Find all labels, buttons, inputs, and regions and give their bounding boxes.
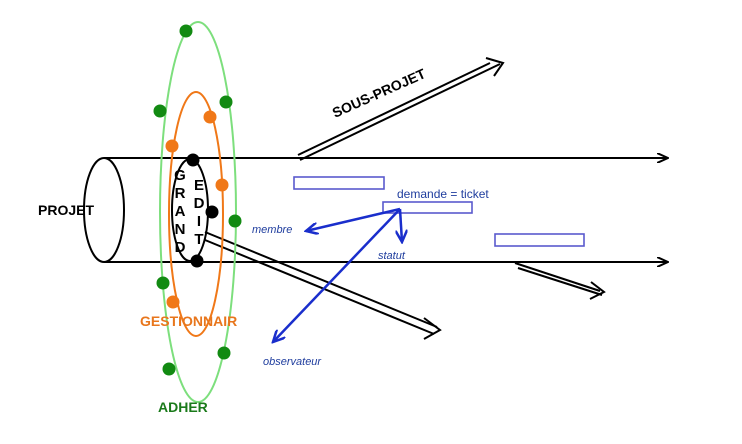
- ticket-relations: [273, 207, 402, 342]
- edit-dot: [205, 205, 219, 219]
- edit-letter: T: [194, 231, 203, 248]
- adher-dot: [179, 24, 193, 38]
- adher-dot: [217, 346, 231, 360]
- ticket-box-3: [494, 233, 585, 247]
- edit-letter: D: [194, 195, 205, 212]
- grand-letter: G: [174, 167, 186, 184]
- adher-label: ADHER: [158, 399, 208, 415]
- grand-letter: R: [175, 185, 186, 202]
- gestionnair-dot: [215, 178, 229, 192]
- gestionnair-dots: [165, 110, 229, 309]
- grand-letter: D: [175, 239, 186, 256]
- gestionnair-dot: [166, 295, 180, 309]
- branch-arrow-small: [514, 262, 606, 300]
- edit-dots: [186, 153, 219, 268]
- edit-dot: [186, 153, 200, 167]
- statut-arrow: [400, 208, 402, 242]
- projet-label: PROJET: [38, 202, 94, 218]
- gestionnair-dot: [203, 110, 217, 124]
- adher-dot: [219, 95, 233, 109]
- adher-dot: [156, 276, 170, 290]
- adher-dot: [162, 362, 176, 376]
- gestionnair-ring: [168, 91, 224, 337]
- grand-letter: N: [175, 221, 186, 238]
- adher-ring: [159, 21, 237, 403]
- ticket-box-2: [382, 201, 473, 214]
- grand-letter: A: [175, 203, 186, 220]
- edit-branch-arrow: [204, 231, 442, 340]
- observateur-label: observateur: [263, 356, 322, 368]
- edit-letter: E: [194, 177, 204, 194]
- ticket-box-1: [293, 176, 385, 190]
- edit-dot: [190, 254, 204, 268]
- adher-dot: [228, 214, 242, 228]
- membre-arrow: [306, 207, 401, 231]
- gestionnair-label: GESTIONNAIR: [140, 313, 237, 329]
- edit-letter: I: [197, 213, 201, 230]
- statut-label: statut: [378, 250, 406, 262]
- membre-label: membre: [252, 224, 292, 236]
- adher-dot: [153, 104, 167, 118]
- sous-projet-arrow: [297, 57, 505, 161]
- adher-dots: [153, 24, 242, 376]
- sous-projet-label: SOUS-PROJET: [330, 65, 429, 121]
- observateur-arrow: [273, 208, 401, 342]
- gestionnair-dot: [165, 139, 179, 153]
- demande-ticket-label: demande = ticket: [397, 187, 489, 201]
